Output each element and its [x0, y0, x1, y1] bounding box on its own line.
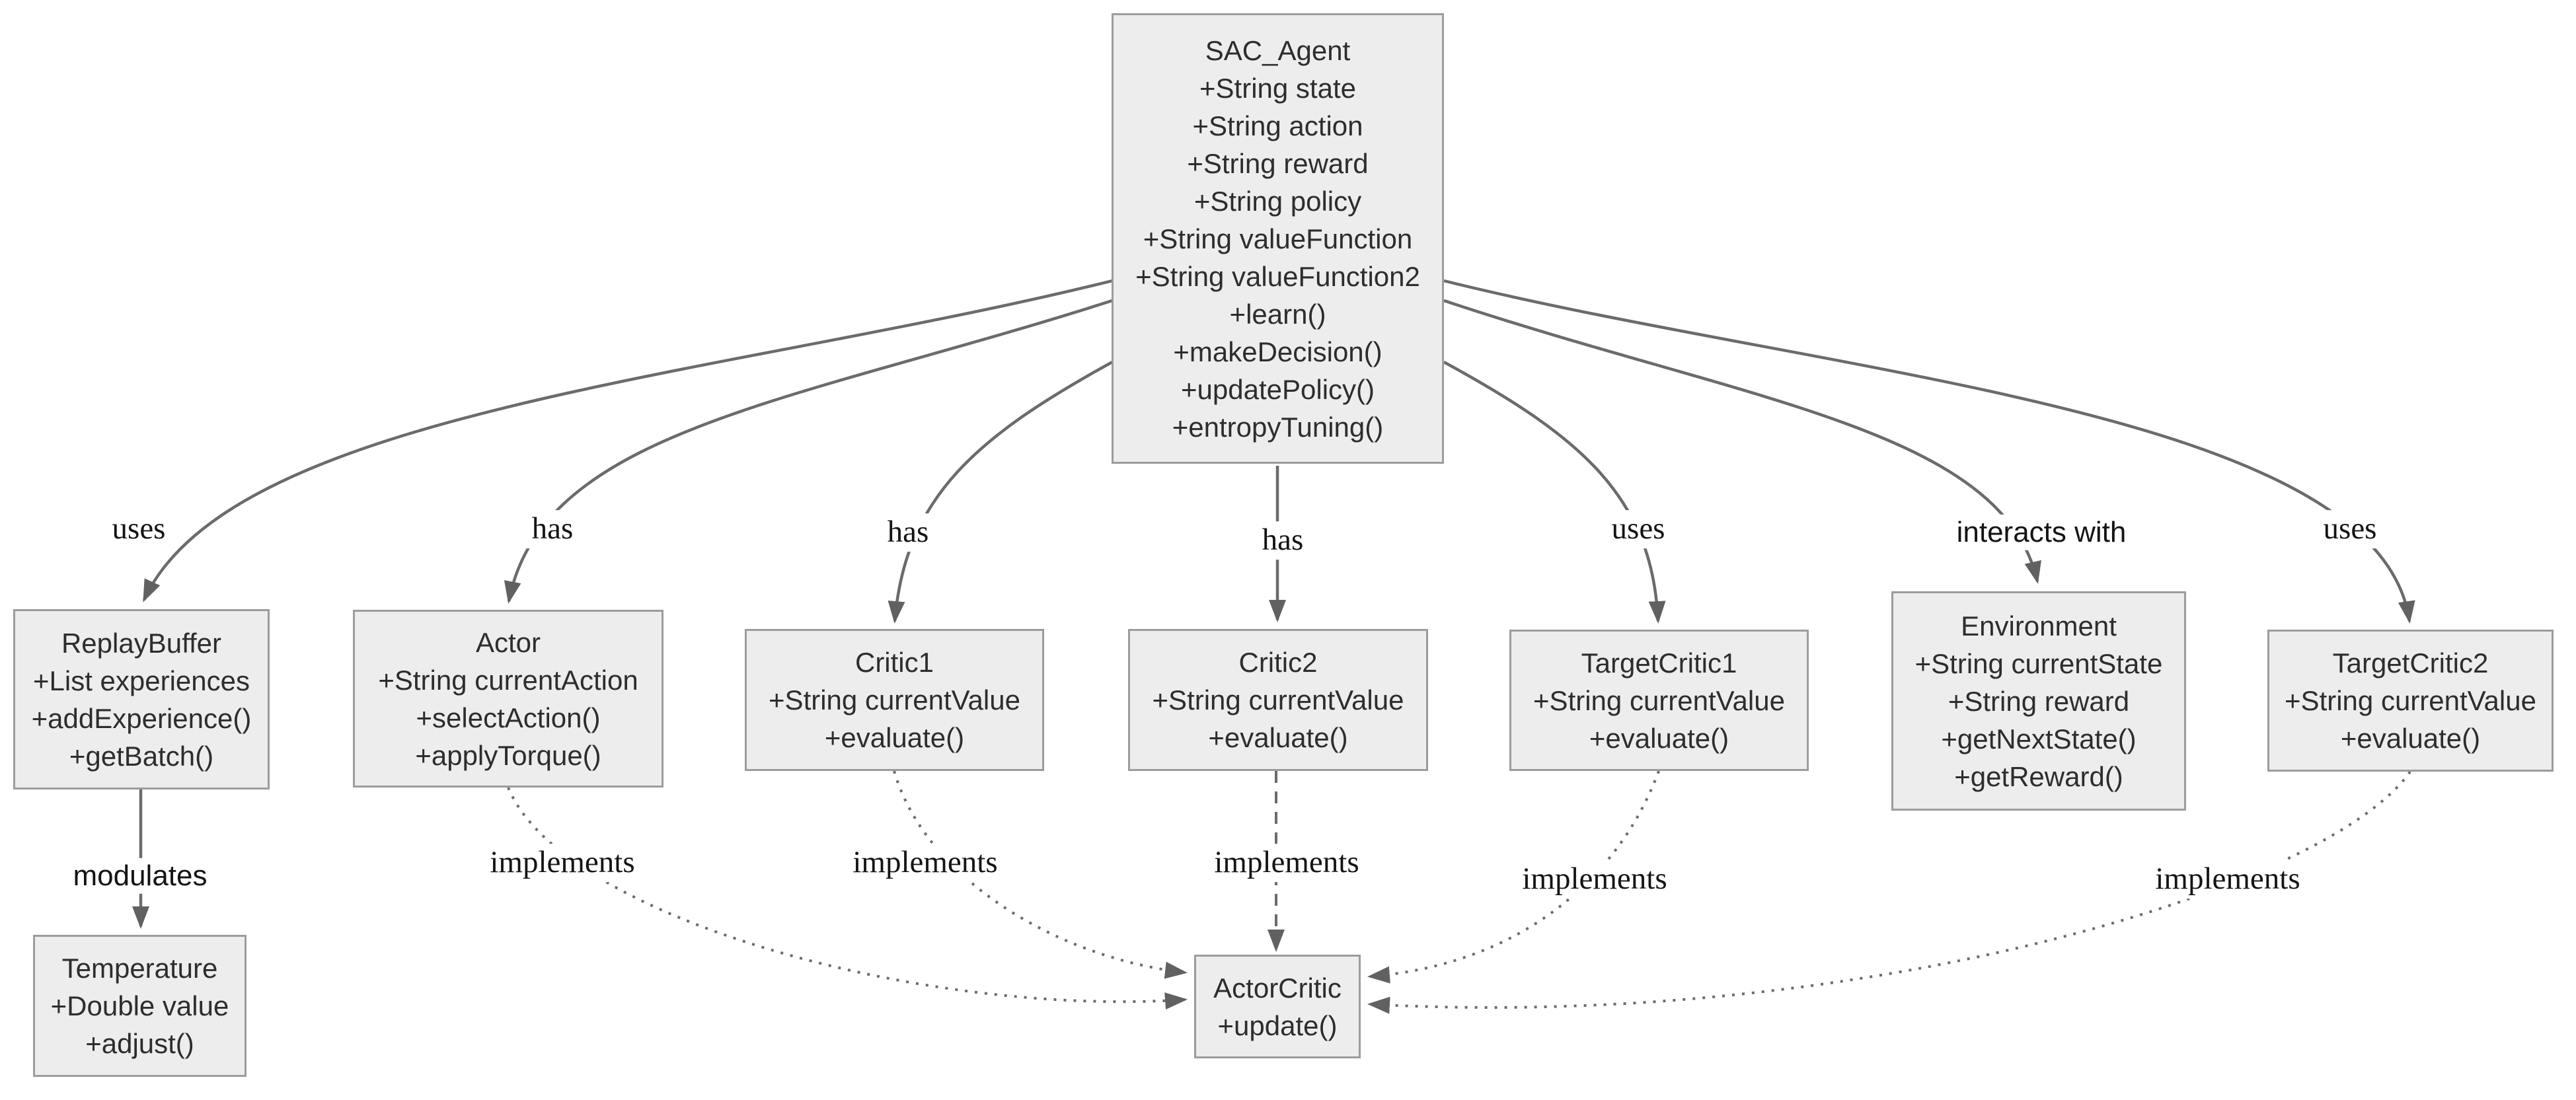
class-member: +getNextState() — [1941, 723, 2137, 754]
class-member: +String valueFunction — [1143, 223, 1413, 254]
class-member: +String action — [1192, 110, 1363, 141]
class-title: TargetCritic1 — [1581, 647, 1737, 678]
edge-label-interactswith: interacts with — [1948, 514, 2135, 551]
class-box-temperature: Temperature +Double value +adjust() — [33, 935, 246, 1077]
class-title: ReplayBuffer — [61, 627, 222, 659]
edge-label-has: has — [1254, 521, 1312, 560]
class-title: TargetCritic2 — [2332, 647, 2489, 678]
class-title: SAC_Agent — [1205, 34, 1351, 66]
class-title: Temperature — [61, 953, 218, 984]
class-member: +adjust() — [85, 1028, 194, 1059]
class-box-replaybuffer: ReplayBuffer +List experiences +addExperie… — [13, 609, 270, 789]
edge-label-modulates: modulates — [65, 858, 215, 895]
class-member: +applyTorque() — [415, 739, 601, 771]
edge-sacagent-targetcritic1-line — [1443, 361, 1666, 624]
class-member: +String policy — [1193, 185, 1362, 217]
edge-actor-actorcritic-line — [507, 787, 1188, 1010]
class-member: +String currentValue — [769, 684, 1020, 715]
edge-label-uses: uses — [1603, 510, 1673, 548]
class-member: +entropyTuning() — [1172, 411, 1384, 443]
edge-sacagent-critic1-line — [888, 361, 1114, 624]
class-member: +String currentValue — [2285, 685, 2536, 716]
edge-critic1-actorcritic-line — [893, 770, 1188, 979]
class-member: +getBatch() — [69, 740, 214, 772]
class-box-sacagent: SAC_Agent +String state +String action +Str… — [1112, 13, 1444, 464]
edge-label-uses: uses — [104, 510, 174, 548]
class-member: +getReward() — [1954, 760, 2123, 792]
edge-targetcritic2-actorcritic-line — [1367, 770, 2411, 1014]
class-member: +String currentState — [1914, 647, 2163, 679]
class-title: Critic1 — [854, 647, 934, 678]
class-title: Actor — [475, 626, 541, 658]
edge-label-implements: implements — [482, 844, 643, 882]
edge-label-implements: implements — [2147, 860, 2308, 898]
class-box-environment: Environment +String currentState +String r… — [1891, 591, 2186, 811]
class-member: +Double value — [50, 990, 229, 1021]
class-member: +makeDecision() — [1173, 336, 1383, 367]
edge-label-implements: implements — [845, 844, 1006, 882]
class-member: +evaluate() — [824, 722, 965, 753]
class-member: +evaluate() — [2340, 723, 2481, 754]
class-member: +String reward — [1948, 685, 2130, 717]
edge-label-uses: uses — [2315, 510, 2385, 548]
class-title: Critic2 — [1238, 647, 1318, 678]
class-box-actor: Actor +String currentAction +selectAction(… — [353, 610, 663, 788]
class-member: +selectAction() — [416, 702, 601, 733]
class-member: +String currentValue — [1152, 684, 1404, 715]
edge-label-implements: implements — [1514, 860, 1675, 898]
class-box-critic2: Critic2 +String currentValue +evaluate() — [1128, 629, 1428, 771]
class-member: +String currentAction — [378, 664, 638, 696]
class-member: +List experiences — [32, 665, 250, 696]
class-box-targetcritic1: TargetCritic1 +String currentValue +evalua… — [1509, 630, 1809, 771]
class-member: +evaluate() — [1589, 722, 1729, 754]
edge-label-has: has — [523, 510, 582, 548]
class-member: +learn() — [1229, 298, 1326, 330]
class-member: +update() — [1217, 1009, 1338, 1041]
class-member: +addExperience() — [31, 702, 252, 734]
class-member: +updatePolicy() — [1181, 373, 1375, 405]
class-box-targetcritic2: TargetCritic2 +String currentValue +evalua… — [2267, 630, 2554, 772]
class-member: +String valueFunction2 — [1135, 260, 1420, 292]
class-box-critic1: Critic1 +String currentValue +evaluate() — [745, 629, 1044, 771]
class-member: +String reward — [1187, 147, 1369, 179]
class-member: +evaluate() — [1208, 722, 1348, 753]
class-title: Environment — [1961, 610, 2117, 642]
edge-sacagent-replaybuffer-line — [142, 279, 1113, 603]
edge-sacagent-targetcritic2-line — [1443, 279, 2415, 624]
edge-label-implements: implements — [1206, 844, 1367, 882]
class-member: +String currentValue — [1533, 684, 1785, 716]
class-box-actorcritic: ActorCritic +update() — [1194, 955, 1361, 1058]
class-member: +String state — [1199, 72, 1356, 104]
edge-label-has: has — [879, 513, 937, 552]
class-title: ActorCritic — [1213, 972, 1342, 1004]
